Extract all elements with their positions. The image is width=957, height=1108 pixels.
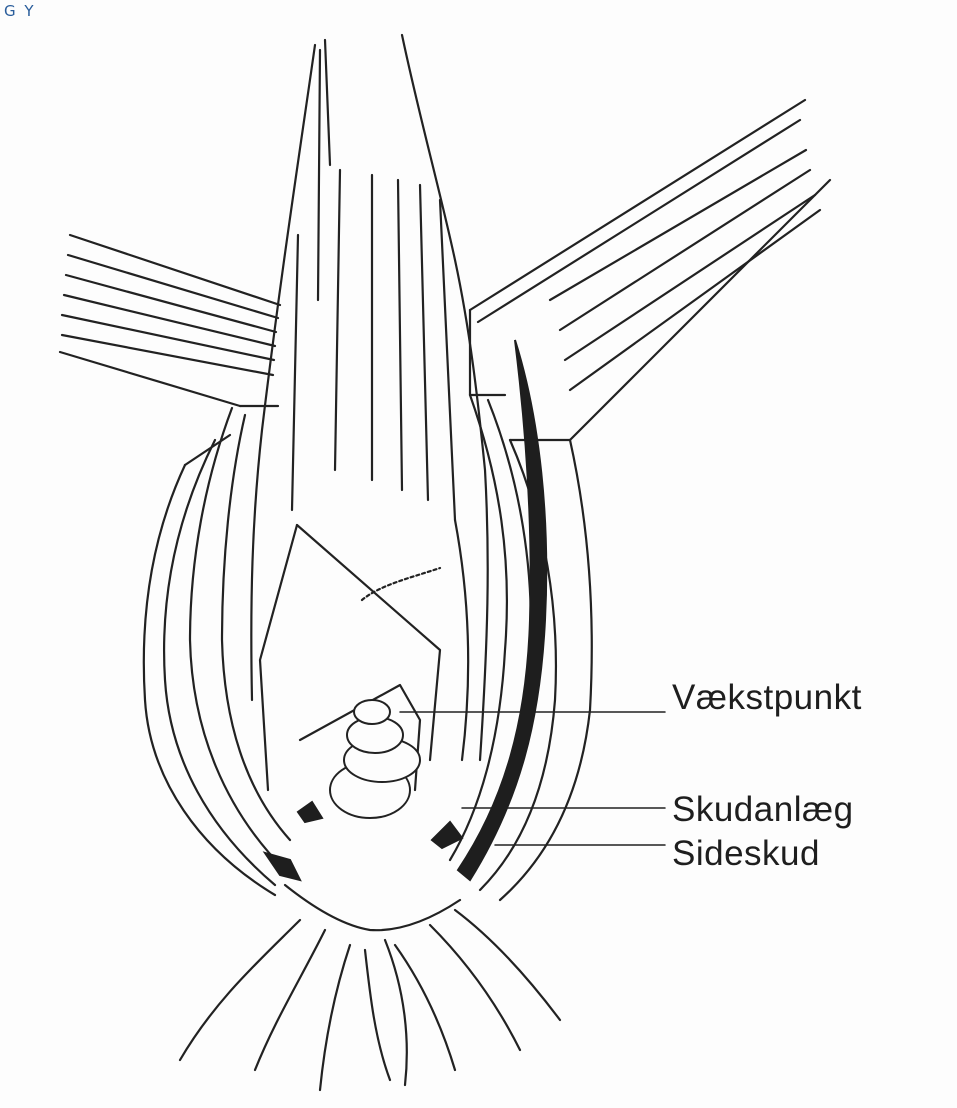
central-neck: [251, 35, 487, 760]
label-shoot-bud: Skudanlæg: [672, 790, 854, 830]
side-shoot: [458, 340, 546, 880]
label-growth-point: Vækstpunkt: [672, 678, 862, 718]
leader-lines: [400, 712, 665, 845]
bulb-scales-left: [144, 408, 290, 895]
roots: [180, 885, 560, 1090]
growth-point-bud: [330, 700, 420, 818]
bulb-scales-right: [450, 395, 592, 900]
left-leaf-blade: [60, 235, 280, 406]
label-side-shoot: Sideskud: [672, 834, 820, 874]
